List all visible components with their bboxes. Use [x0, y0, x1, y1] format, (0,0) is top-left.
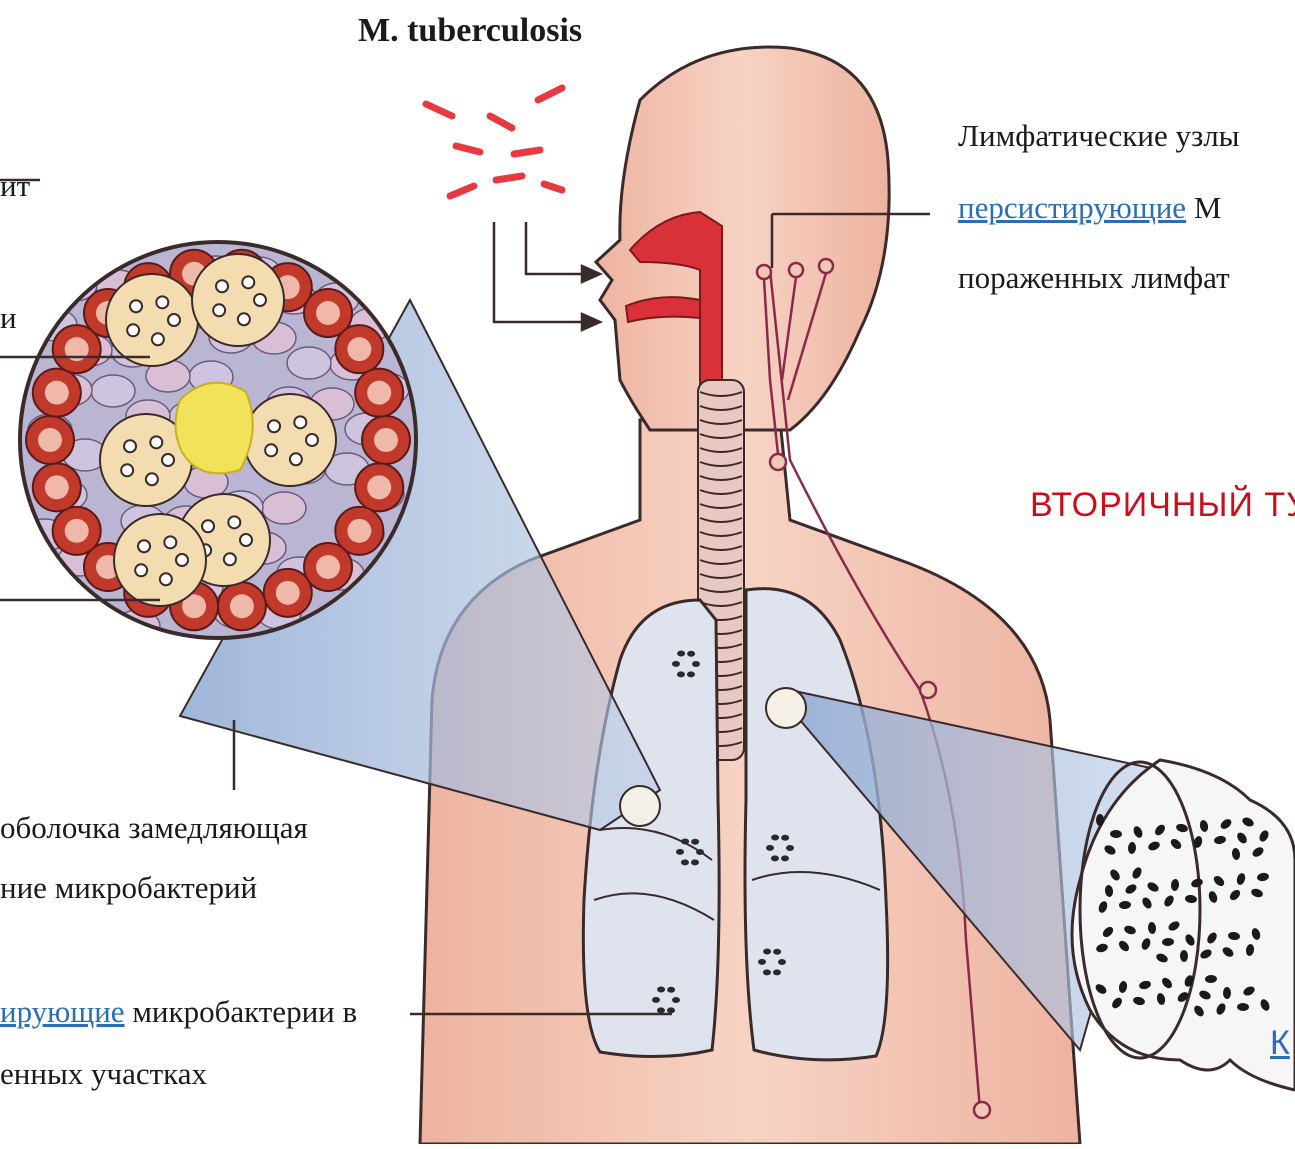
- bacterium: [538, 88, 562, 100]
- shell-label-line1: оболочка замедляющая: [0, 812, 308, 843]
- tissue-cell: [73, 609, 117, 641]
- bacterium: [490, 116, 512, 128]
- cavity-label-fragment[interactable]: К: [1270, 1026, 1290, 1060]
- bacterium: [426, 104, 452, 116]
- secondary-tb-heading: ВТОРИЧНЫЙ ТУ: [1030, 488, 1295, 522]
- bacterium: [514, 150, 540, 154]
- airborne-bacteria: [426, 88, 562, 196]
- macrophage: [192, 254, 284, 346]
- persisting-bacteria-link[interactable]: ирующие: [0, 994, 125, 1029]
- bacterium: [496, 176, 522, 180]
- lymph-nodes-label-line1: Лимфатические узлы: [958, 120, 1240, 151]
- lesion-right-focus: [766, 688, 806, 728]
- lymph-nodes-label-line3: пораженных лимфат: [958, 262, 1230, 293]
- bacterium: [450, 186, 474, 196]
- caseous-center: [175, 383, 252, 474]
- tissue-cell: [287, 347, 331, 379]
- lesion-left-focus: [620, 786, 660, 826]
- organism-title: M. tuberculosis: [358, 14, 582, 48]
- shell-label-line2: ние микробактерий: [0, 872, 257, 903]
- tissue-cell: [262, 492, 306, 524]
- label-fragment-left: и: [0, 302, 17, 333]
- bacterium: [456, 146, 480, 152]
- persisting-bacteria-label-line1: ирующие микробактерии в: [0, 996, 357, 1027]
- macrophage: [244, 394, 336, 486]
- macrophage: [106, 274, 198, 366]
- lymph-nodes-label-line2: персистирующие M: [958, 192, 1221, 223]
- persisting-bacteria-label-line2: енных участках: [0, 1058, 207, 1089]
- cavity-bacterium: [1096, 814, 1104, 826]
- bacterium: [544, 184, 562, 190]
- tissue-cell: [18, 244, 62, 276]
- macrophage: [114, 514, 206, 606]
- label-fragment-top-left: ит: [0, 170, 30, 201]
- inhalation-arrows: [494, 222, 600, 330]
- persisting-link[interactable]: персистирующие: [958, 190, 1186, 225]
- tissue-cell: [91, 375, 135, 407]
